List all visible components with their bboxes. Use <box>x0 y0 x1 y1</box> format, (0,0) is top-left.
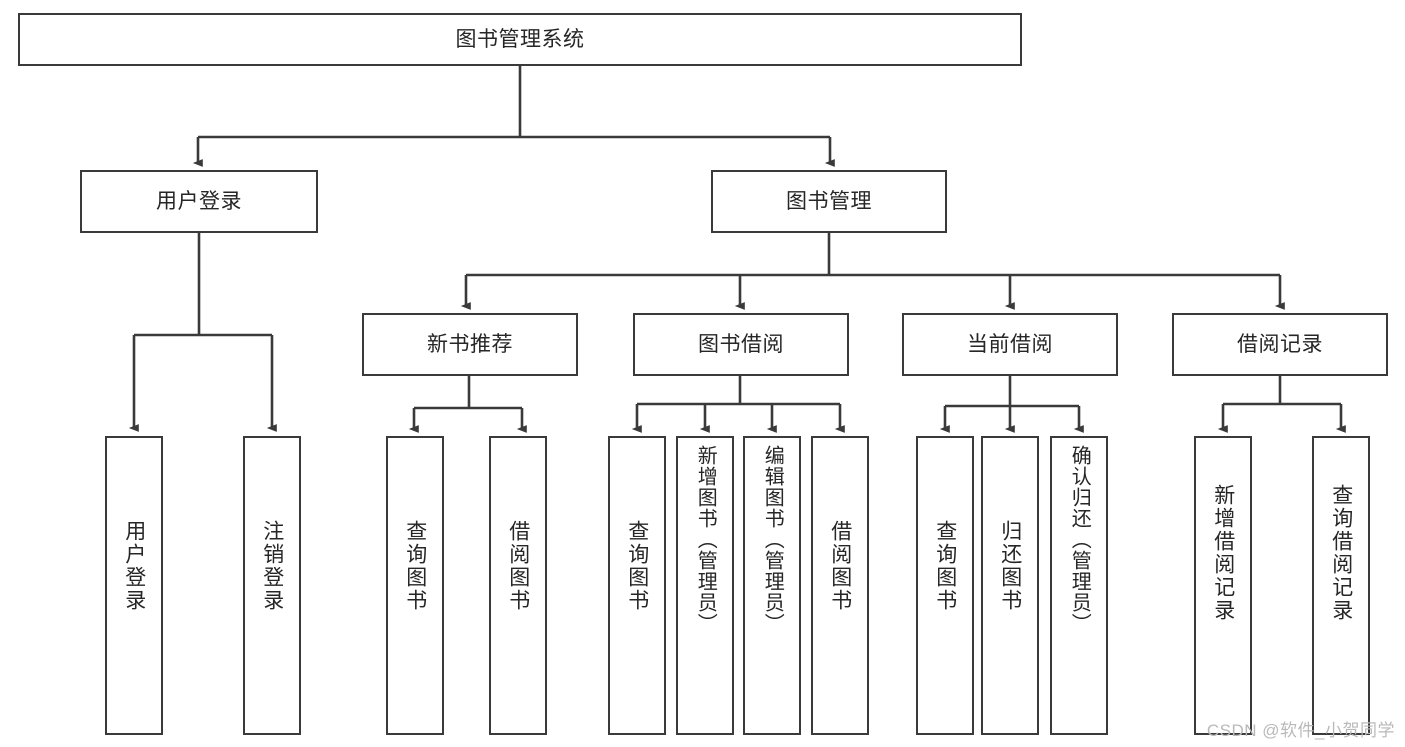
leaf-return-book-label: 归还图书 <box>998 520 1022 612</box>
leaf-borrow-book-recommend-label: 借阅图书 <box>506 520 530 612</box>
node-book-manage-label: 图书管理 <box>786 189 872 213</box>
node-current-borrow-label: 当前借阅 <box>967 332 1053 356</box>
leaf-add-book-admin[interactable]: 新增图书（管理员） <box>676 436 734 735</box>
leaf-query-borrow-record[interactable]: 查询借阅记录 <box>1312 436 1370 735</box>
node-current-borrow[interactable]: 当前借阅 <box>902 313 1118 376</box>
node-new-book-rec-label: 新书推荐 <box>427 332 513 356</box>
leaf-query-book-borrow-label: 查询图书 <box>625 520 649 612</box>
leaf-query-book-current[interactable]: 查询图书 <box>916 436 974 735</box>
leaf-borrow-book-borrow[interactable]: 借阅图书 <box>811 436 869 735</box>
leaf-edit-book-admin-label: 编辑图书（管理员） <box>761 445 784 634</box>
leaf-add-book-admin-label: 新增图书（管理员） <box>694 445 717 634</box>
leaf-logout-login[interactable]: 注销登录 <box>243 436 301 735</box>
leaf-borrow-book-borrow-label: 借阅图书 <box>828 520 852 612</box>
node-user-login-label: 用户登录 <box>156 189 242 213</box>
leaf-confirm-return-admin[interactable]: 确认归还（管理员） <box>1050 436 1108 735</box>
node-book-borrow[interactable]: 图书借阅 <box>633 313 849 376</box>
leaf-query-book-current-label: 查询图书 <box>933 520 957 612</box>
leaf-user-login[interactable]: 用户登录 <box>105 436 163 735</box>
node-root-label: 图书管理系统 <box>455 27 585 51</box>
leaf-user-login-label: 用户登录 <box>122 520 146 612</box>
leaf-query-book-borrow[interactable]: 查询图书 <box>608 436 666 735</box>
node-book-manage[interactable]: 图书管理 <box>711 170 947 233</box>
leaf-confirm-return-admin-label: 确认归还（管理员） <box>1068 445 1091 634</box>
leaf-borrow-book-recommend[interactable]: 借阅图书 <box>489 436 547 735</box>
node-new-book-rec[interactable]: 新书推荐 <box>362 313 578 376</box>
leaf-return-book[interactable]: 归还图书 <box>981 436 1039 735</box>
leaf-query-book-recommend[interactable]: 查询图书 <box>386 436 444 735</box>
csdn-watermark: CSDN @软件_小贺同学 <box>1206 721 1395 740</box>
leaf-query-book-recommend-label: 查询图书 <box>403 520 427 612</box>
leaf-add-borrow-record-label: 新增借阅记录 <box>1211 484 1235 622</box>
node-user-login[interactable]: 用户登录 <box>80 170 318 233</box>
leaf-edit-book-admin[interactable]: 编辑图书（管理员） <box>743 436 801 735</box>
leaf-logout-login-label: 注销登录 <box>260 520 284 612</box>
leaf-query-borrow-record-label: 查询借阅记录 <box>1329 484 1353 622</box>
node-borrow-record-label: 借阅记录 <box>1237 332 1323 356</box>
node-book-borrow-label: 图书借阅 <box>698 332 784 356</box>
node-borrow-record[interactable]: 借阅记录 <box>1172 313 1388 376</box>
leaf-add-borrow-record[interactable]: 新增借阅记录 <box>1194 436 1252 735</box>
node-root[interactable]: 图书管理系统 <box>18 13 1022 66</box>
